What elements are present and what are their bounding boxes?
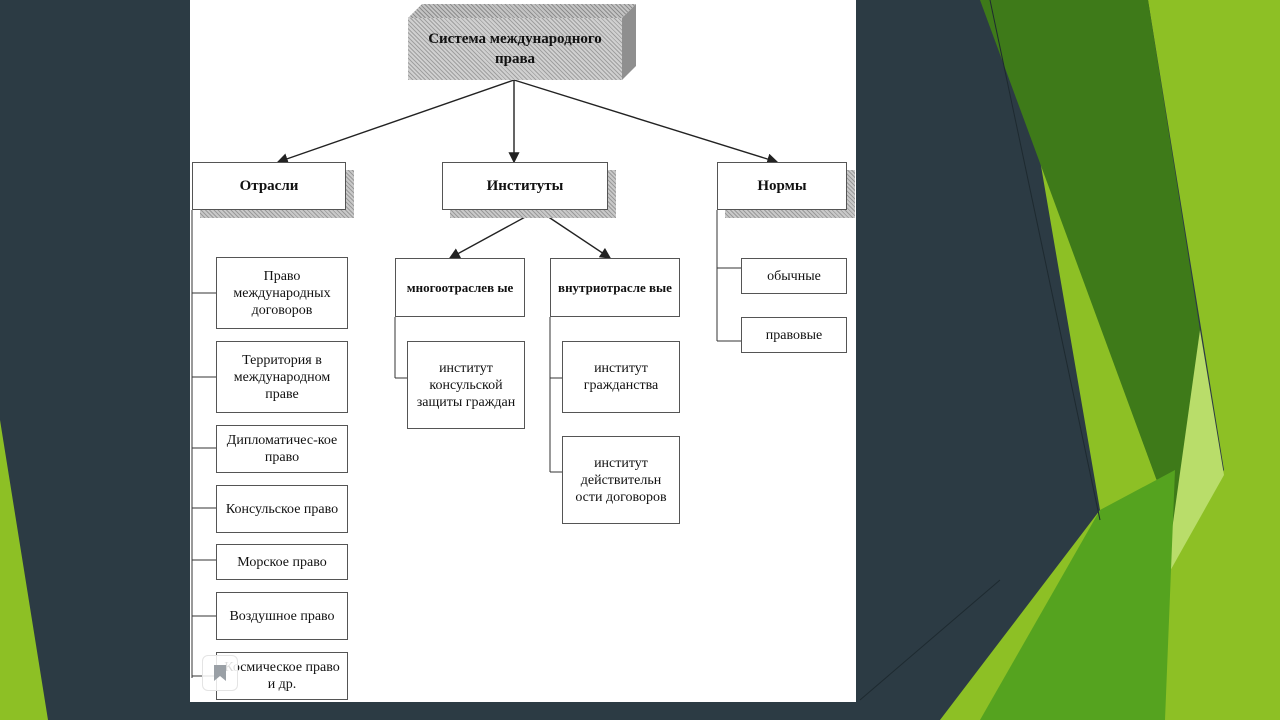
right-dark-green-shape	[980, 0, 1200, 530]
norm-item: обычные	[741, 258, 847, 294]
right-pale-green-shape	[1165, 330, 1224, 580]
intra-branch-box: внутриотрасле вые	[550, 258, 680, 317]
intra-branch-item: институт гражданства	[562, 341, 680, 413]
branches-box: Отрасли	[192, 162, 346, 210]
branch-item: Морское право	[216, 544, 348, 580]
institutes-box: Институты	[442, 162, 608, 210]
right-bottom-green-shape	[980, 470, 1175, 720]
multi-branch-item: институт консульской защиты граждан	[407, 341, 525, 429]
intra-branch-item: институт действительн ости договоров	[562, 436, 680, 524]
right-light-green-shape	[1080, 0, 1280, 720]
branch-item: Воздушное право	[216, 592, 348, 640]
branch-item: Консульское право	[216, 485, 348, 533]
root-box-side	[622, 4, 636, 80]
norm-item: правовые	[741, 317, 847, 353]
diagram-panel: Система международного права Отрасли Инс…	[190, 0, 856, 702]
branch-item: Дипломатичес-кое право	[216, 425, 348, 473]
bookmark-icon[interactable]	[202, 655, 238, 691]
left-green-shape	[0, 420, 48, 720]
branch-item: Право международных договоров	[216, 257, 348, 329]
multi-branch-box: многоотраслев ые	[395, 258, 525, 317]
root-box: Система международного права	[408, 18, 622, 80]
branch-item: Космическое право и др.	[216, 652, 348, 700]
root-box-top	[408, 4, 636, 18]
norms-box: Нормы	[717, 162, 847, 210]
connector-lines	[191, 79, 779, 678]
branch-item: Территория в международном праве	[216, 341, 348, 413]
